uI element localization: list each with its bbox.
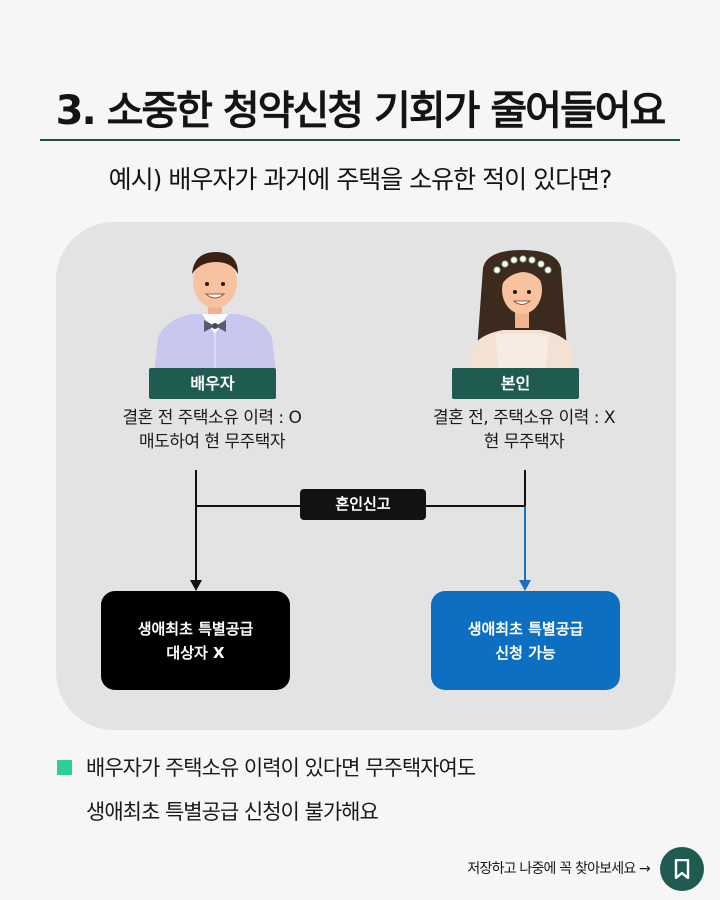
spouse-status-line: 매도하여 현 무주택자 [138, 432, 286, 452]
self-tag: 본인 [452, 368, 579, 399]
self-result-line1: 생애최초 특별공급 [467, 619, 584, 638]
marriage-registration-label: 혼인신고 [300, 489, 426, 520]
note-bullet [57, 760, 72, 775]
bride-illustration [469, 250, 575, 372]
title-divider [40, 139, 680, 141]
spouse-result-line2: 대상자 X [166, 643, 225, 662]
self-description: 결혼 전, 주택소유 이력 : X 현 무주택자 [374, 406, 674, 454]
note-text: 배우자가 주택소유 이력이 있다면 무주택자여도 생애최초 특별공급 신청이 불… [86, 746, 476, 834]
self-status-line: 현 무주택자 [483, 432, 565, 452]
spouse-result-box: 생애최초 특별공급 대상자 X [101, 591, 290, 690]
bookmark-button[interactable] [660, 847, 704, 891]
self-history-line: 결혼 전, 주택소유 이력 : X [432, 408, 616, 428]
spouse-tag: 배우자 [149, 368, 276, 399]
bookmark-icon [674, 859, 690, 879]
save-hint: 저장하고 나중에 꼭 찾아보세요 → [467, 861, 650, 877]
note-line1: 배우자가 주택소유 이력이 있다면 무주택자여도 [86, 756, 476, 780]
page-subtitle: 예시) 배우자가 과거에 주택을 소유한 적이 있다면? [108, 165, 613, 194]
spouse-description: 결혼 전 주택소유 이력 : O 매도하여 현 무주택자 [62, 406, 362, 454]
note-line2: 생애최초 특별공급 신청이 불가해요 [86, 800, 379, 824]
self-result-line2: 신청 가능 [495, 643, 556, 662]
spouse-result-line1: 생애최초 특별공급 [137, 619, 254, 638]
spouse-history-line: 결혼 전 주택소유 이력 : O [122, 408, 302, 428]
page-title: 3. 소중한 청약신청 기회가 줄어들어요 [55, 88, 667, 134]
self-result-box: 생애최초 특별공급 신청 가능 [431, 591, 620, 690]
groom-illustration [154, 252, 276, 372]
